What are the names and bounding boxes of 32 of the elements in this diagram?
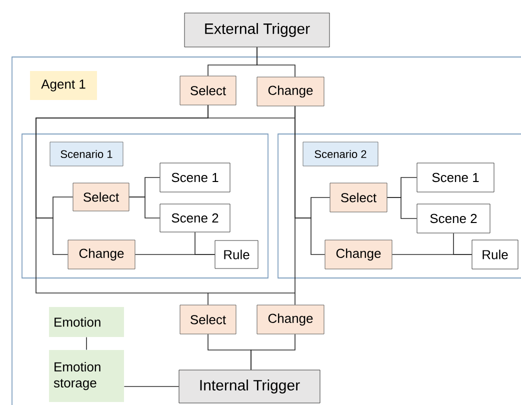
action-box: Select [180,304,236,334]
emotion-box: Emotion [49,307,124,337]
connector-line [86,336,87,350]
action-box: Change [256,76,324,106]
connector-line [128,196,160,218]
action-box: Select [72,182,130,212]
connector-line [386,197,418,219]
connector-line [294,106,296,306]
action-box: Select [330,182,388,212]
trigger-box: Internal Trigger [178,370,320,404]
action-box: Change [256,304,324,334]
scenario-frame [278,134,521,278]
scene-box: Scene 2 [160,204,230,232]
scene-box: Scene 1 [416,162,494,192]
trigger-box: External Trigger [184,12,330,48]
connector-line [250,334,296,370]
agent-label: Agent 1 [30,71,97,100]
action-box: Change [324,240,392,270]
scenario-frame [22,134,268,278]
scenario-label: Scenario 2 [302,142,378,166]
connector-line [36,104,296,306]
connector-line [256,46,296,78]
action-box: Change [68,240,136,270]
scene-box: Scene 2 [416,204,490,234]
storage-box: Emotion storage [49,350,124,402]
connector-line [124,386,180,387]
agent-frame [12,56,521,405]
action-box: Select [180,76,236,106]
connector-line [453,232,472,255]
connector-line [194,232,216,255]
scenario-label: Scenario 1 [50,142,124,166]
scene-box: Scene 1 [160,162,230,192]
